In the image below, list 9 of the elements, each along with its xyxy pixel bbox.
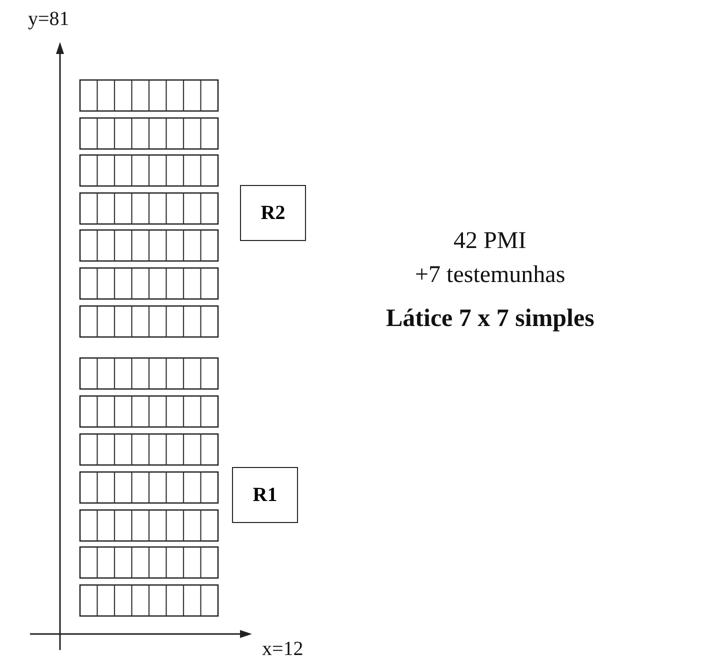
replicate-box xyxy=(240,185,306,241)
replicate-box xyxy=(232,467,298,523)
axis-label: x=12 xyxy=(262,638,304,661)
design-title: Látice 7 x 7 simples xyxy=(386,305,594,333)
replicate-label: R1 xyxy=(252,484,278,506)
axis-label: y=81 xyxy=(28,8,70,31)
check-count: +7 testemunhas xyxy=(415,262,566,289)
replicate-label: R2 xyxy=(260,202,286,224)
entry-count: 42 PMI xyxy=(454,228,526,255)
